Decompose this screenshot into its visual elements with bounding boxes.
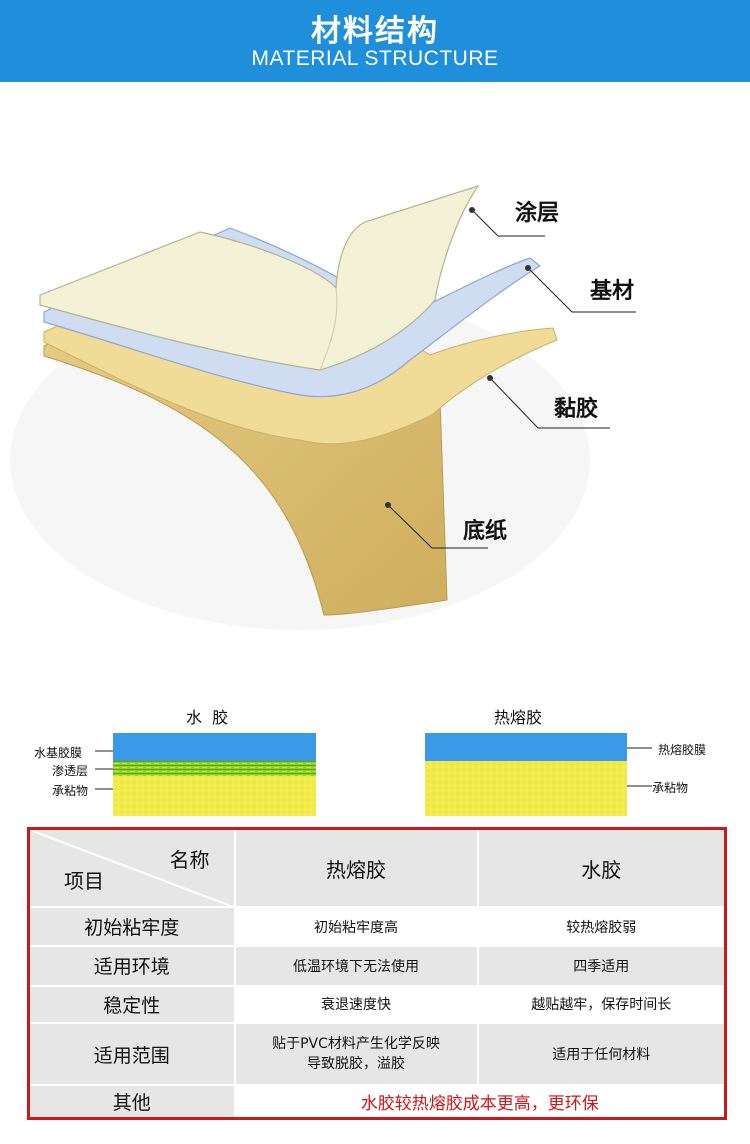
table-row: 适用环境 低温环境下无法使用 四季适用: [27, 945, 727, 987]
material-layer-illustration: 涂层 基材 黏胶 底纸: [39, 184, 636, 616]
title-cn: 材料结构: [311, 14, 439, 49]
penetration-layer: [113, 761, 316, 776]
cell-water-glue: 较热熔胶弱: [476, 906, 727, 948]
cell-water-glue: 四季适用: [476, 945, 727, 987]
water-layer-label-penetration: 渗透层: [52, 764, 89, 778]
cell-water-glue: 适用于任何材料: [476, 1021, 727, 1087]
cell-hot-melt: 低温环境下无法使用: [233, 945, 479, 987]
row-label: 初始粘牢度: [27, 906, 236, 948]
label-adhesive: 黏胶: [554, 396, 598, 422]
other-note: 水胶较热熔胶成本更高，更环保: [233, 1084, 727, 1120]
label-substrate: 基材: [590, 279, 634, 304]
water-layer-label-substrate: 承粘物: [52, 784, 89, 798]
row-label: 适用环境: [27, 945, 236, 987]
cell-hot-melt: 贴于PVC材料产生化学反映 导致脱胶，溢胶: [233, 1021, 479, 1087]
table-row: 稳定性 衰退速度快 越贴越牢，保存时间长: [27, 984, 727, 1024]
title-en: MATERIAL STRUCTURE: [251, 47, 499, 70]
water-glue-title: 水 胶: [186, 708, 229, 727]
corner-top-label: 名称: [169, 848, 210, 872]
table-corner-cell: 名称 项目: [27, 827, 236, 909]
water-glue-film: [113, 733, 316, 761]
comparison-table: 名称 项目 热熔胶 水胶 初始粘牢度 初始粘牢度高 较热熔胶弱 适用环境 低温环…: [27, 827, 727, 1120]
row-label: 适用范围: [27, 1021, 236, 1087]
row-label: 稳定性: [27, 984, 236, 1024]
table-row: 适用范围 贴于PVC材料产生化学反映 导致脱胶，溢胶 适用于任何材料: [27, 1021, 727, 1087]
header-banner: 材料结构 MATERIAL STRUCTURE: [0, 0, 750, 82]
table-row: 初始粘牢度 初始粘牢度高 较热熔胶弱: [27, 906, 727, 948]
hot-melt-film: [425, 733, 627, 761]
label-release-paper: 底纸: [463, 518, 507, 544]
hot-melt-label-film: 热熔胶膜: [658, 743, 707, 757]
table-header-row: 名称 项目 热熔胶 水胶: [27, 827, 727, 909]
cell-water-glue: 越贴越牢，保存时间长: [476, 984, 727, 1024]
corner-bottom-label: 项目: [64, 869, 104, 894]
cell-hot-melt: 初始粘牢度高: [233, 906, 479, 948]
water-substrate-layer: [113, 776, 316, 816]
leader-line-coating: [471, 209, 545, 237]
row-label-other: 其他: [27, 1084, 236, 1120]
leader-line-adhesive: [489, 377, 610, 429]
leader-line-paper: [387, 504, 488, 549]
hot-melt-label-substrate: 承粘物: [652, 781, 689, 795]
coating-layer: [39, 184, 480, 371]
cell-hot-melt: 衰退速度快: [233, 984, 479, 1024]
col-header-hot-melt: 热熔胶: [233, 827, 479, 909]
table-row-other: 其他 水胶较热熔胶成本更高，更环保: [27, 1084, 727, 1120]
label-coating: 涂层: [515, 200, 559, 226]
hot-melt-substrate-layer: [425, 761, 627, 816]
leader-line-substrate: [527, 267, 636, 313]
water-layer-label-film: 水基胶膜: [34, 746, 83, 760]
hot-melt-title: 热熔胶: [494, 708, 543, 727]
col-header-water-glue: 水胶: [476, 827, 727, 909]
